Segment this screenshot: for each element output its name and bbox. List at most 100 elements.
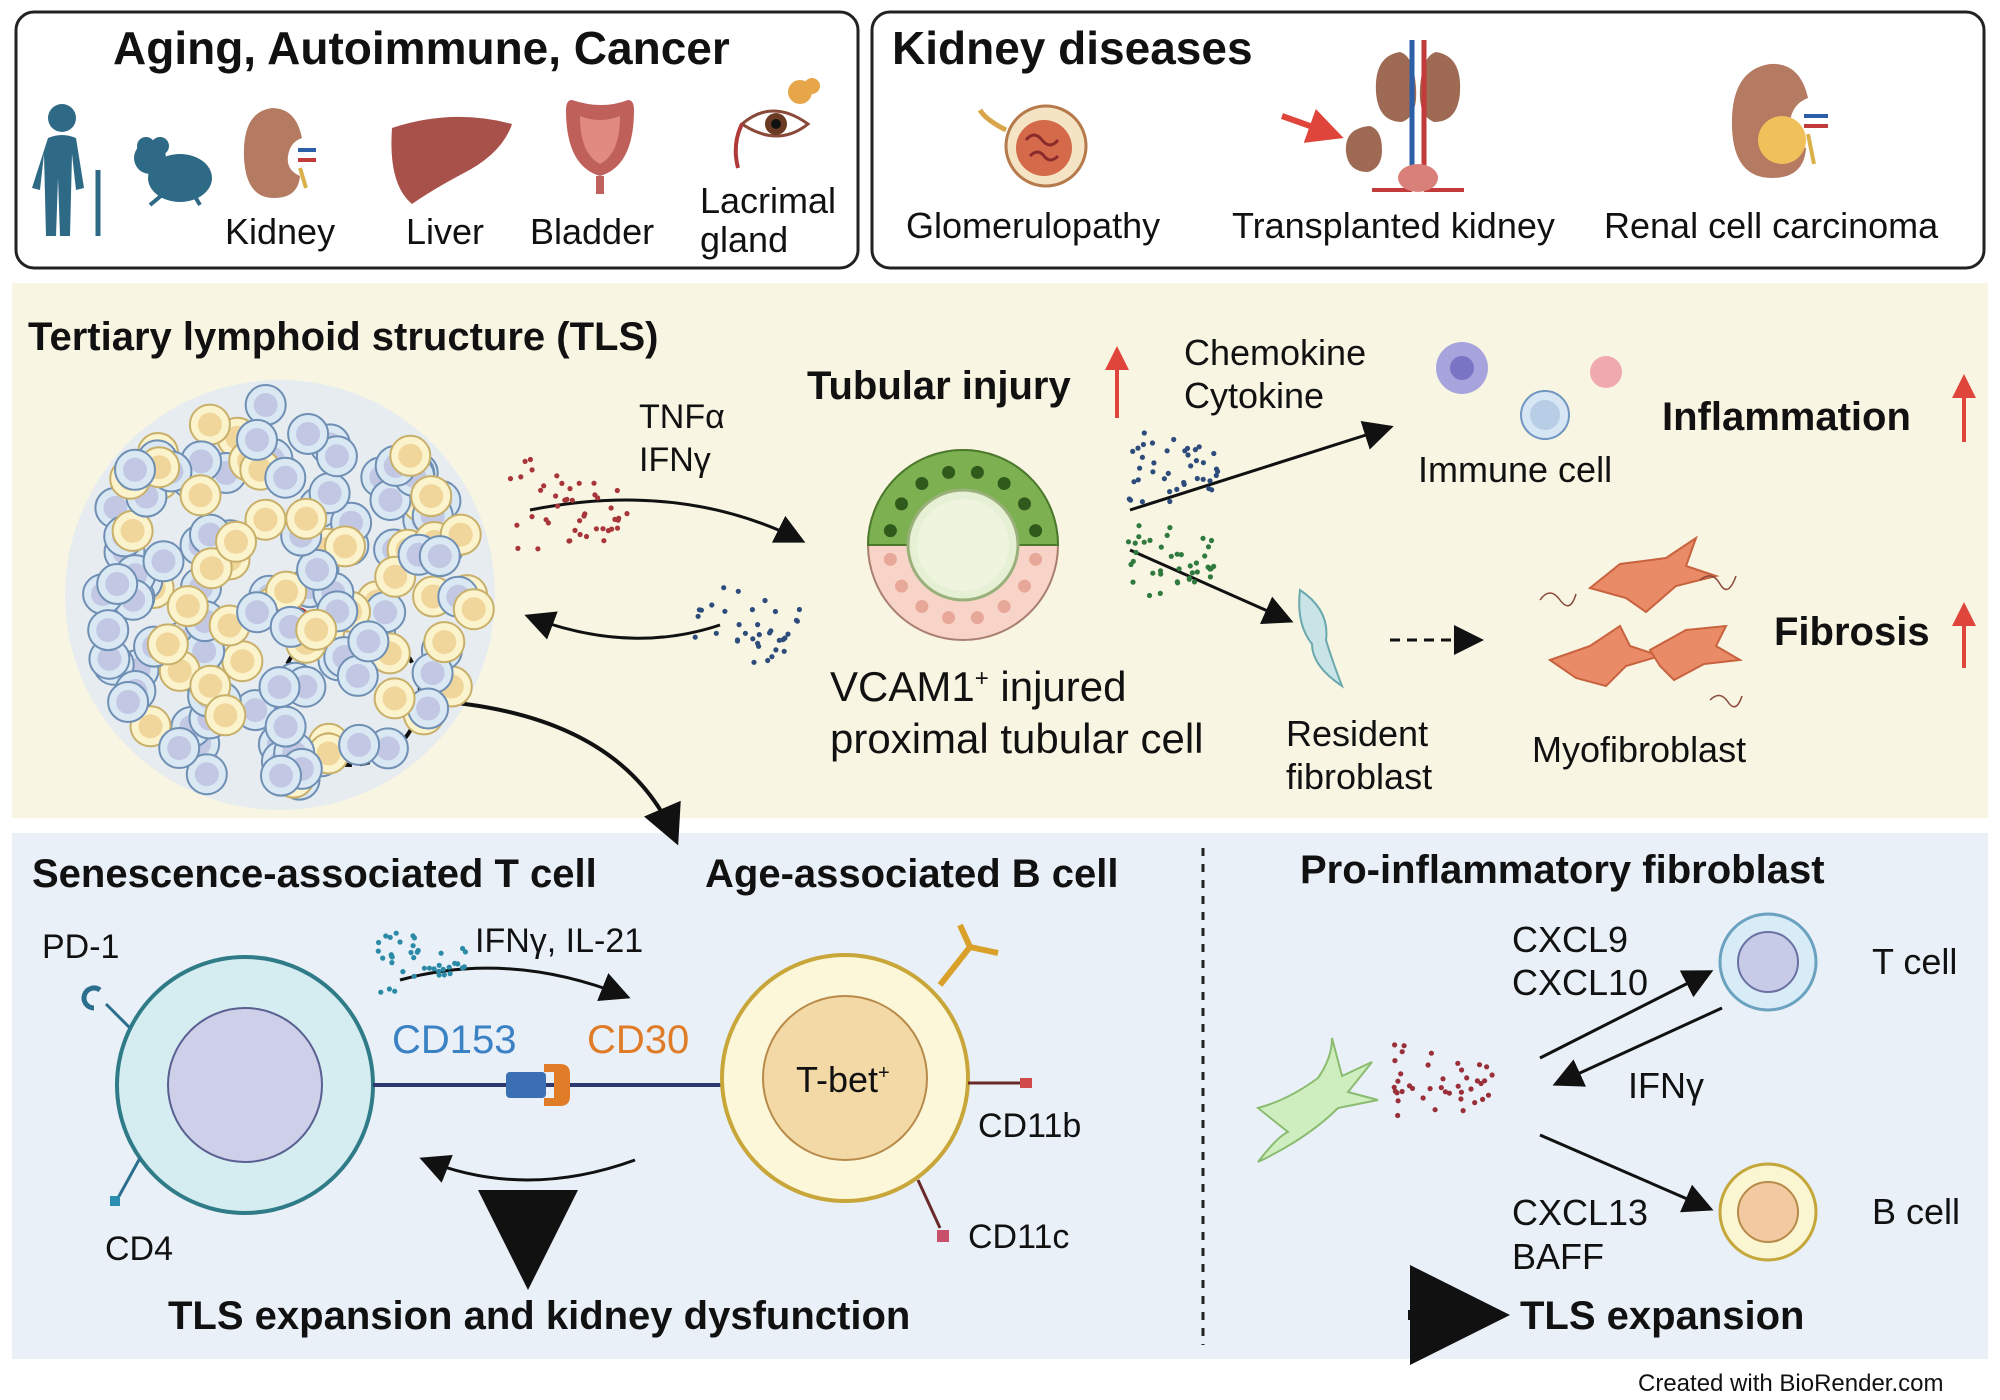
kidney-organ-icon — [243, 108, 316, 198]
t-lymphocyte — [107, 681, 150, 723]
cd4-label: CD4 — [105, 1230, 174, 1268]
pd1-label: PD-1 — [42, 928, 120, 966]
vcam-rest: injured — [988, 663, 1127, 710]
tnfa-label: TNFα — [639, 398, 725, 436]
b-lymphocyte — [188, 403, 231, 446]
b-lymphocyte — [423, 621, 466, 664]
b-lymphocyte — [389, 434, 432, 477]
resident-label-2: fibroblast — [1286, 756, 1433, 797]
resident-label-1: Resident — [1286, 713, 1429, 754]
arrow-ifng-to-b — [399, 966, 631, 1002]
cxcl10-label: CXCL10 — [1512, 962, 1649, 1003]
cd11b-label: CD11b — [978, 1107, 1082, 1145]
t-lymphocyte — [142, 540, 185, 583]
t-lymphocyte — [347, 620, 390, 663]
cxcl-dots — [1391, 1042, 1495, 1119]
cd4-receptor — [110, 1157, 142, 1206]
tbet-label: T-bet+ — [796, 1062, 890, 1098]
cd30-receptor — [544, 1064, 570, 1106]
cytokine-label: Cytokine — [1184, 375, 1325, 416]
lacrimal-label-1: Lacrimal — [700, 180, 837, 221]
b-lymphocyte — [452, 588, 495, 631]
transplanted-label: Transplanted kidney — [1232, 205, 1555, 246]
injured-cell-nucleus — [942, 465, 956, 479]
injured-cell-nucleus — [1018, 497, 1031, 511]
tls-title: Tertiary lymphoid structure (TLS) — [28, 315, 659, 359]
lacrimal-label-2: gland — [700, 219, 789, 260]
tubule-cell-nucleus — [915, 600, 929, 613]
b-lymphocyte — [111, 509, 154, 552]
inflammation-label: Inflammation — [1662, 395, 1911, 439]
cxcl9-label: CXCL9 — [1512, 919, 1629, 960]
b-lymphocyte — [295, 608, 338, 651]
cxcl13-label: CXCL13 — [1512, 1192, 1649, 1233]
tubule-cell-nucleus — [1029, 552, 1043, 566]
t-cell-icon — [1718, 912, 1818, 1012]
t-lymphocyte — [158, 727, 201, 769]
tubule-cell-nucleus — [997, 600, 1011, 613]
cytokine-green-dots — [1125, 523, 1217, 599]
injured-cell-nucleus — [970, 465, 984, 479]
eye-lacrimal-icon — [733, 78, 820, 169]
ecm-fibers — [1539, 575, 1743, 708]
vcam-label-1: VCAM1+ injured — [830, 666, 1126, 708]
t-lymphocyte — [87, 609, 130, 652]
resident-fibroblast-icon — [1298, 588, 1345, 689]
cd11c-label: CD11c — [968, 1218, 1070, 1256]
vcam-sup: + — [974, 665, 989, 692]
t-cell-label: T cell — [1872, 941, 1958, 982]
cytokine-dots — [375, 430, 1495, 1119]
antibody-icon — [937, 923, 999, 987]
b-lymphocyte — [179, 474, 222, 517]
rcc-kidney-icon — [1731, 63, 1828, 178]
biorender-credit: Created with BioRender.com — [1638, 1370, 1944, 1397]
b-lymphocyte — [244, 498, 287, 541]
fibrosis-label: Fibrosis — [1774, 610, 1930, 654]
b-lymphocyte — [324, 525, 366, 568]
tbet-text: T-bet — [796, 1059, 879, 1100]
sat-title: Senescence-associated T cell — [32, 852, 597, 896]
t-lymphocyte — [236, 418, 278, 461]
b-lymphocyte — [215, 520, 257, 563]
pif-title: Pro-inflammatory fibroblast — [1300, 848, 1825, 892]
arrow-to-b-cell — [1539, 1133, 1714, 1213]
proinflammatory-fibroblast-icon — [1255, 1037, 1379, 1163]
t-lymphocyte — [114, 448, 156, 491]
t-lymphocyte — [287, 413, 330, 455]
liver-label: Liver — [406, 211, 485, 252]
glomerulus-icon — [977, 104, 1088, 188]
arrow-tubule-to-tls — [524, 611, 721, 640]
myofibroblast-icons — [1547, 535, 1744, 688]
injured-cell-nucleus — [883, 524, 897, 538]
arrow-from-t-cell — [1552, 1006, 1723, 1087]
ifng-il21-dots — [375, 930, 468, 995]
ifng-label-br: IFNγ — [1628, 1065, 1704, 1106]
aab-title: Age-associated B cell — [705, 852, 1119, 896]
aging-title: Aging, Autoimmune, Cancer — [113, 22, 730, 74]
arrow-b-to-t — [419, 1154, 636, 1183]
b-lymphocyte — [373, 677, 416, 720]
t-lymphocyte — [336, 654, 379, 697]
b-lymphocyte — [146, 623, 189, 666]
kidney-label: Kidney — [225, 211, 336, 252]
arrow-to-t-cell — [1539, 970, 1714, 1060]
cd11c-receptor — [916, 1179, 942, 1229]
mouse-icon — [134, 137, 212, 207]
t-lymphocyte — [407, 687, 450, 730]
right-conclusion: TLS expansion — [1520, 1294, 1805, 1338]
injured-cell-nucleus — [997, 477, 1011, 490]
ifng-label-mid: IFNγ — [639, 441, 711, 479]
cd153-ligand — [506, 1072, 546, 1098]
transplant-kidneys-icon — [1280, 40, 1464, 192]
t-lymphocyte — [264, 456, 307, 499]
b-lymphocyte — [410, 475, 453, 518]
arrow-tls-to-bottom — [419, 698, 681, 846]
bladder-label: Bladder — [530, 211, 655, 252]
proximal-tubule-icon — [866, 449, 1060, 641]
vcam-label-2: proximal tubular cell — [830, 715, 1204, 762]
t-lymphocyte — [258, 666, 301, 709]
pd1-receptor — [81, 985, 132, 1030]
t-lymphocyte — [264, 705, 307, 748]
person-icon — [32, 104, 101, 236]
